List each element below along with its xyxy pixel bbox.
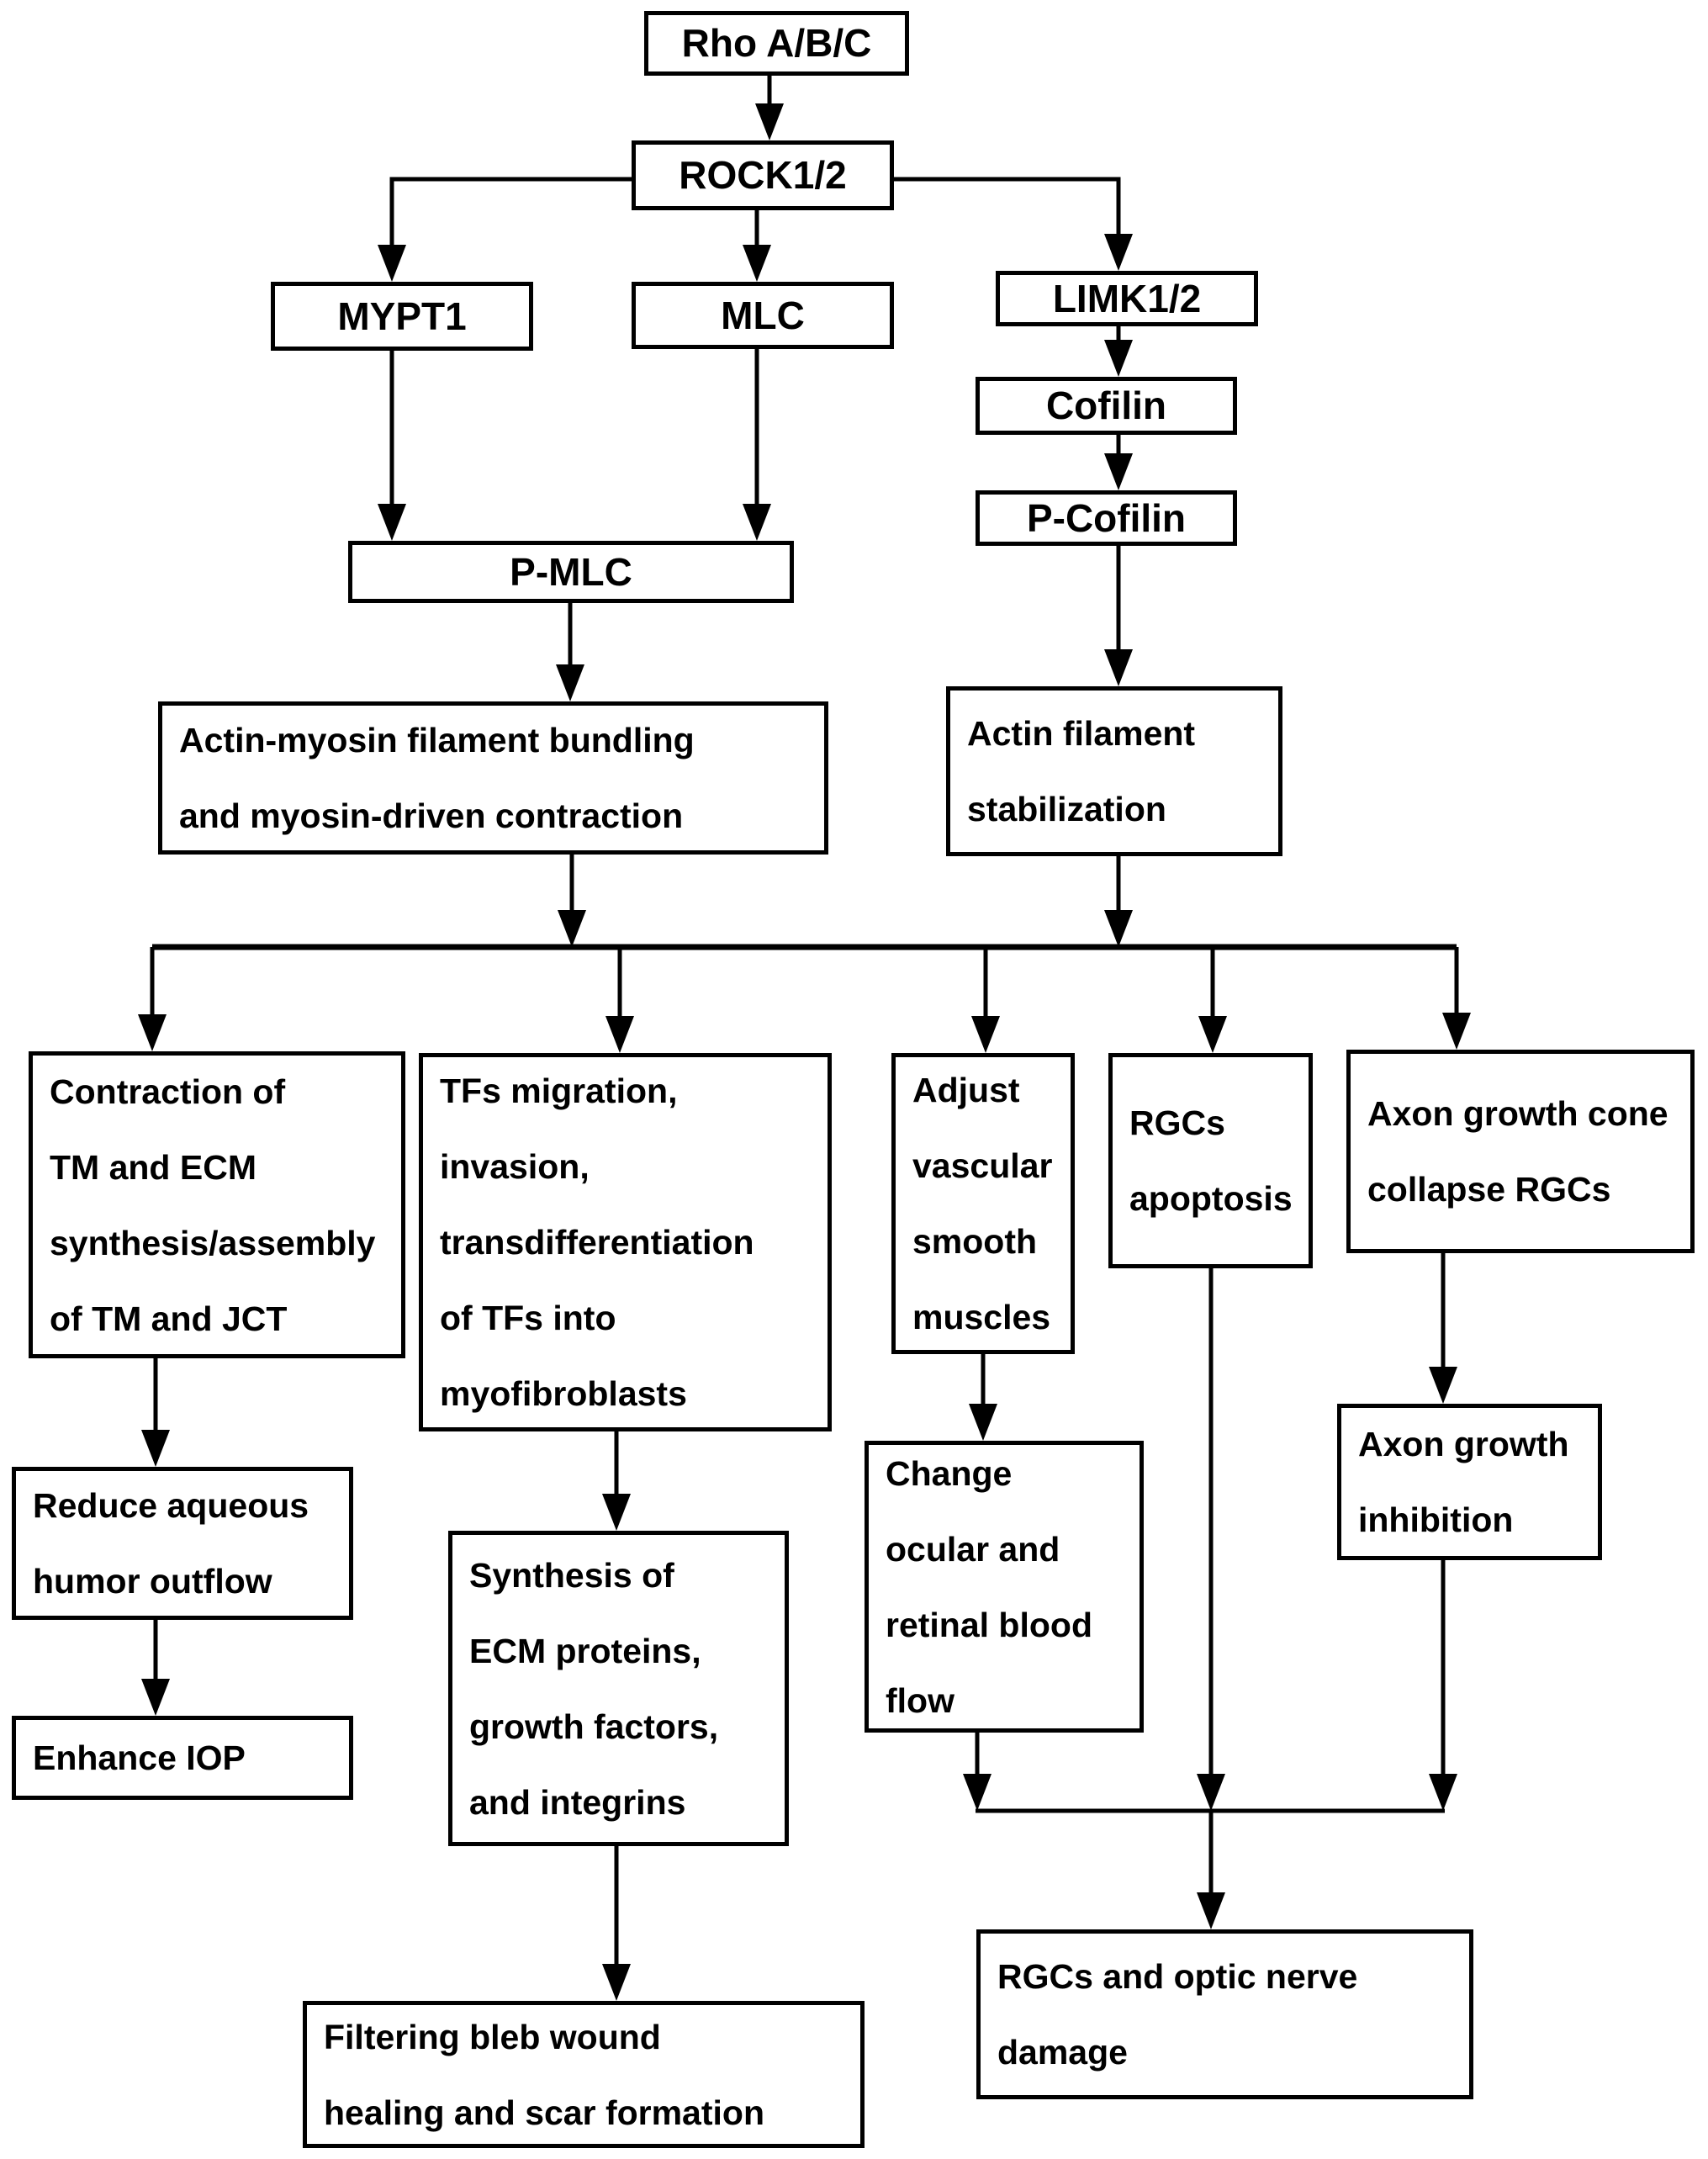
edge-synthesis-to-filtering [602,1846,631,2001]
node-mypt1: MYPT1 [271,282,533,351]
node-limk: LIMK1/2 [996,271,1258,326]
edge-rock-to-mlc [743,210,771,282]
edge-collector-to-rgcs-damage [1197,1811,1225,1929]
edge-pcofilin-to-actin-stab [1104,546,1133,686]
edge-mypt1-to-pmlc [378,351,406,541]
edge-cofilin-to-pcofilin [1104,435,1133,490]
node-axon-growth-inhibition: Axon growth inhibition [1337,1404,1602,1560]
edge-busline-to-contraction [138,947,167,1051]
node-actin-filament-stabilization: Actin filament stabilization [946,686,1282,856]
edge-rock-to-mypt1 [378,177,632,282]
edge-busline-to-tfs [605,947,634,1053]
edge-change-to-collector [963,1733,991,1811]
edge-limk-to-cofilin [1104,326,1133,377]
edge-actin-myosin-to-busline [558,855,586,947]
node-synthesis-ecm: Synthesis of ECM proteins, growth factor… [448,1531,789,1846]
node-axon-growth-cone-collapse: Axon growth cone collapse RGCs [1346,1050,1695,1253]
edge-axon-cone-to-axon-inhib [1429,1253,1457,1404]
node-rho-abc: Rho A/B/C [644,11,909,76]
node-rgcs-optic-nerve-damage: RGCs and optic nerve damage [976,1929,1473,2099]
node-cofilin: Cofilin [976,377,1237,435]
edge-busline-to-axon-cone [1442,947,1471,1050]
node-change-blood-flow: Change ocular and retinal blood flow [865,1441,1144,1733]
node-filtering-bleb: Filtering bleb wound healing and scar fo… [303,2001,865,2148]
node-pcofilin: P-Cofilin [976,490,1237,546]
node-tfs-migration: TFs migration, invasion, transdifferenti… [419,1053,832,1431]
edge-tfs-to-synthesis [602,1431,631,1531]
edge-rgcs-apoptosis-to-collector [1197,1268,1225,1811]
edge-contraction-to-reduce [141,1358,170,1467]
edge-pmlc-to-actin-myosin [556,603,584,701]
edge-busline-to-adjust [971,947,1000,1053]
node-rock: ROCK1/2 [632,140,894,210]
edge-rho-to-rock [755,76,784,140]
node-pmlc: P-MLC [348,541,794,603]
node-contraction-tm-ecm: Contraction of TM and ECM synthesis/asse… [29,1051,405,1358]
edge-actin-stab-to-busline [1104,856,1133,947]
node-actin-myosin-bundling: Actin-myosin filament bundling and myosi… [158,701,828,855]
node-reduce-aqueous-outflow: Reduce aqueous humor outflow [12,1467,353,1620]
node-rgcs-apoptosis: RGCs apoptosis [1108,1053,1313,1268]
edge-busline-to-rgcs-apoptosis [1198,947,1227,1053]
edge-rock-to-limk [894,177,1133,271]
edge-adjust-to-change [969,1354,997,1441]
edge-mlc-to-pmlc [743,349,771,541]
node-mlc: MLC [632,282,894,349]
node-adjust-vascular: Adjust vascular smooth muscles [891,1053,1075,1354]
edge-axon-inhib-to-collector [1429,1560,1457,1811]
edge-reduce-to-enhance [141,1620,170,1716]
node-enhance-iop: Enhance IOP [12,1716,353,1800]
